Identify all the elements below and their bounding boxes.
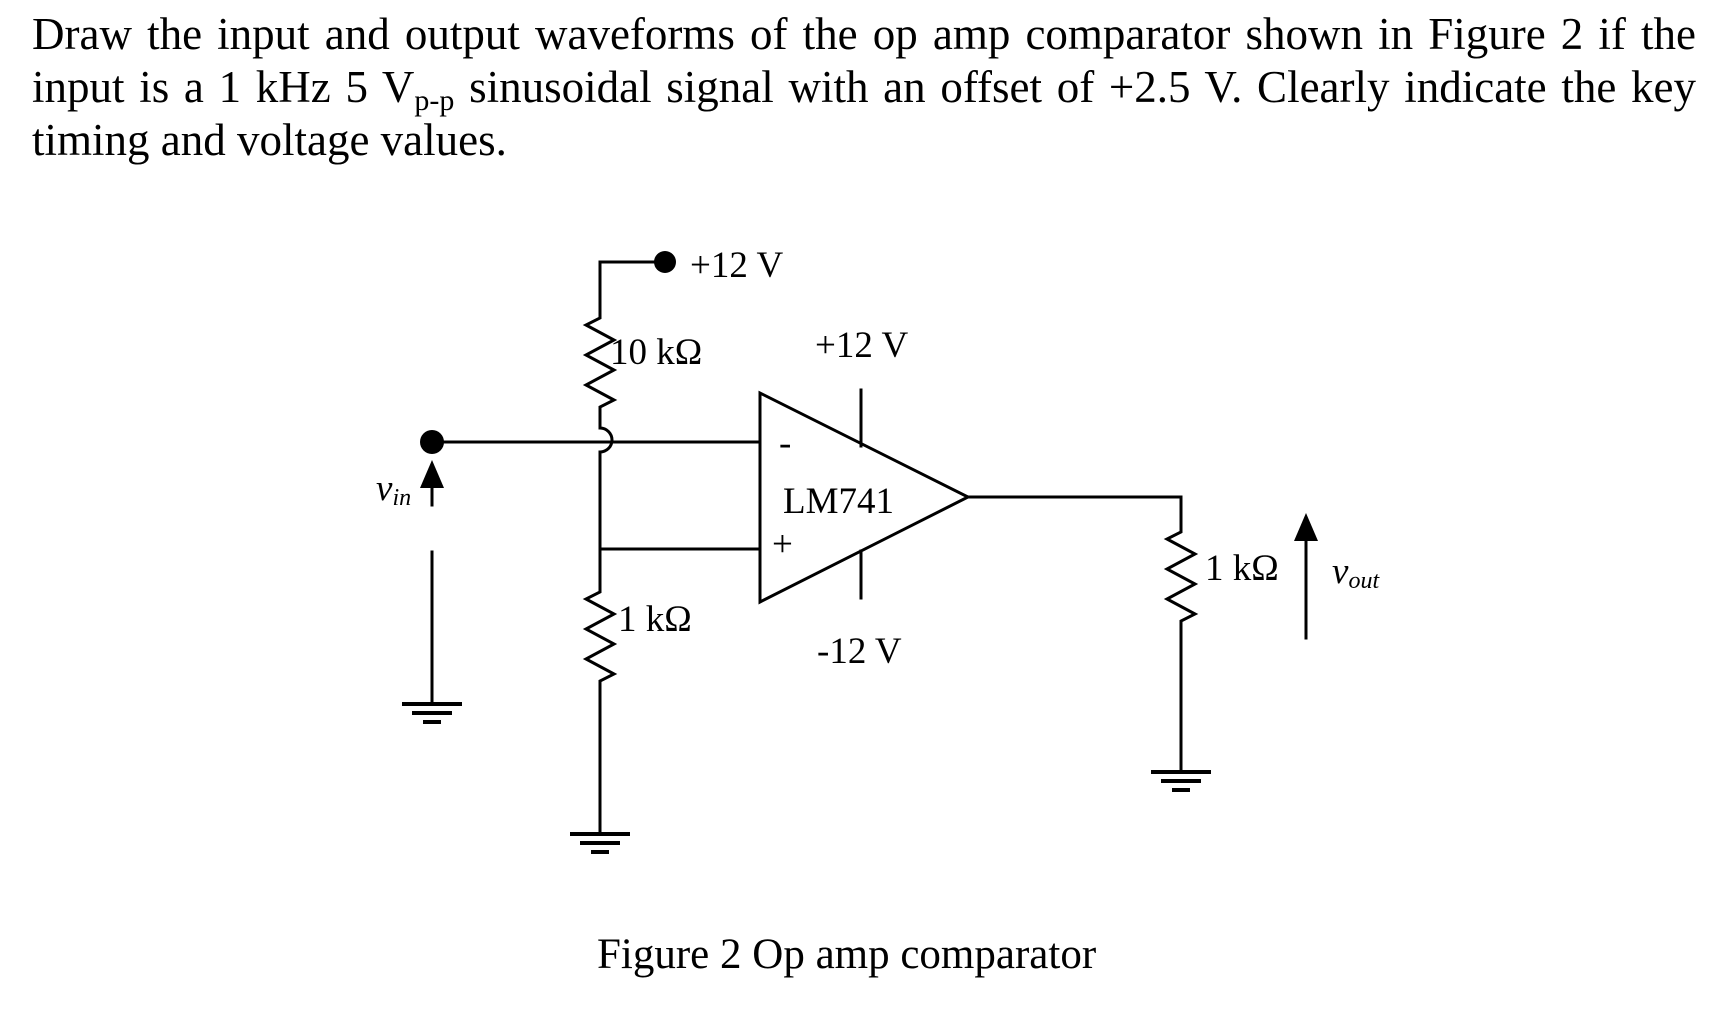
opamp-vpos-label: +12 V [815, 325, 908, 366]
question-subscript: p-p [414, 84, 455, 117]
ground-load-icon [1151, 760, 1211, 792]
noninv-sign: + [772, 524, 793, 565]
opamp-lm741: - + LM741 +12 V -12 V [758, 325, 972, 672]
vcc-label: +12 V [690, 245, 783, 286]
r-load-label: 1 kΩ [1205, 548, 1279, 589]
resistor-10k: 10 kΩ [582, 288, 702, 430]
wire-hop [598, 426, 614, 454]
resistor-1k-load: 1 kΩ [1163, 520, 1279, 764]
question-part1: Draw the input and output waveforms of t… [32, 9, 1696, 112]
vin-label: vin [376, 468, 411, 511]
opamp-name: LM741 [783, 481, 894, 522]
vin-terminal [420, 430, 762, 454]
question-part2: sinusoidal signal with an offset of +2.5… [32, 62, 1696, 165]
vout-arrow-icon [1294, 513, 1318, 541]
ground-divider-icon [570, 818, 630, 854]
divider-supply: +12 V [598, 245, 783, 292]
ground-vin-icon [402, 702, 462, 724]
r-bottom-label: 1 kΩ [618, 599, 692, 640]
figure-caption: Figure 2 Op amp comparator [597, 931, 1096, 978]
vin-arrow-icon [420, 460, 444, 488]
r-top-label: 10 kΩ [610, 332, 702, 373]
opamp-vneg-label: -12 V [817, 631, 902, 672]
vin-source: vin [376, 460, 444, 706]
supply-node-dot [654, 251, 676, 273]
opamp-triangle [758, 390, 972, 605]
vout-label: vout [1332, 551, 1380, 594]
question-text: Draw the input and output waveforms of t… [32, 8, 1696, 167]
resistor-1k-bottom: 1 kΩ [582, 583, 692, 822]
vout-indicator: vout [1294, 513, 1380, 640]
inv-sign: - [779, 423, 791, 464]
output-wire [966, 495, 1183, 524]
